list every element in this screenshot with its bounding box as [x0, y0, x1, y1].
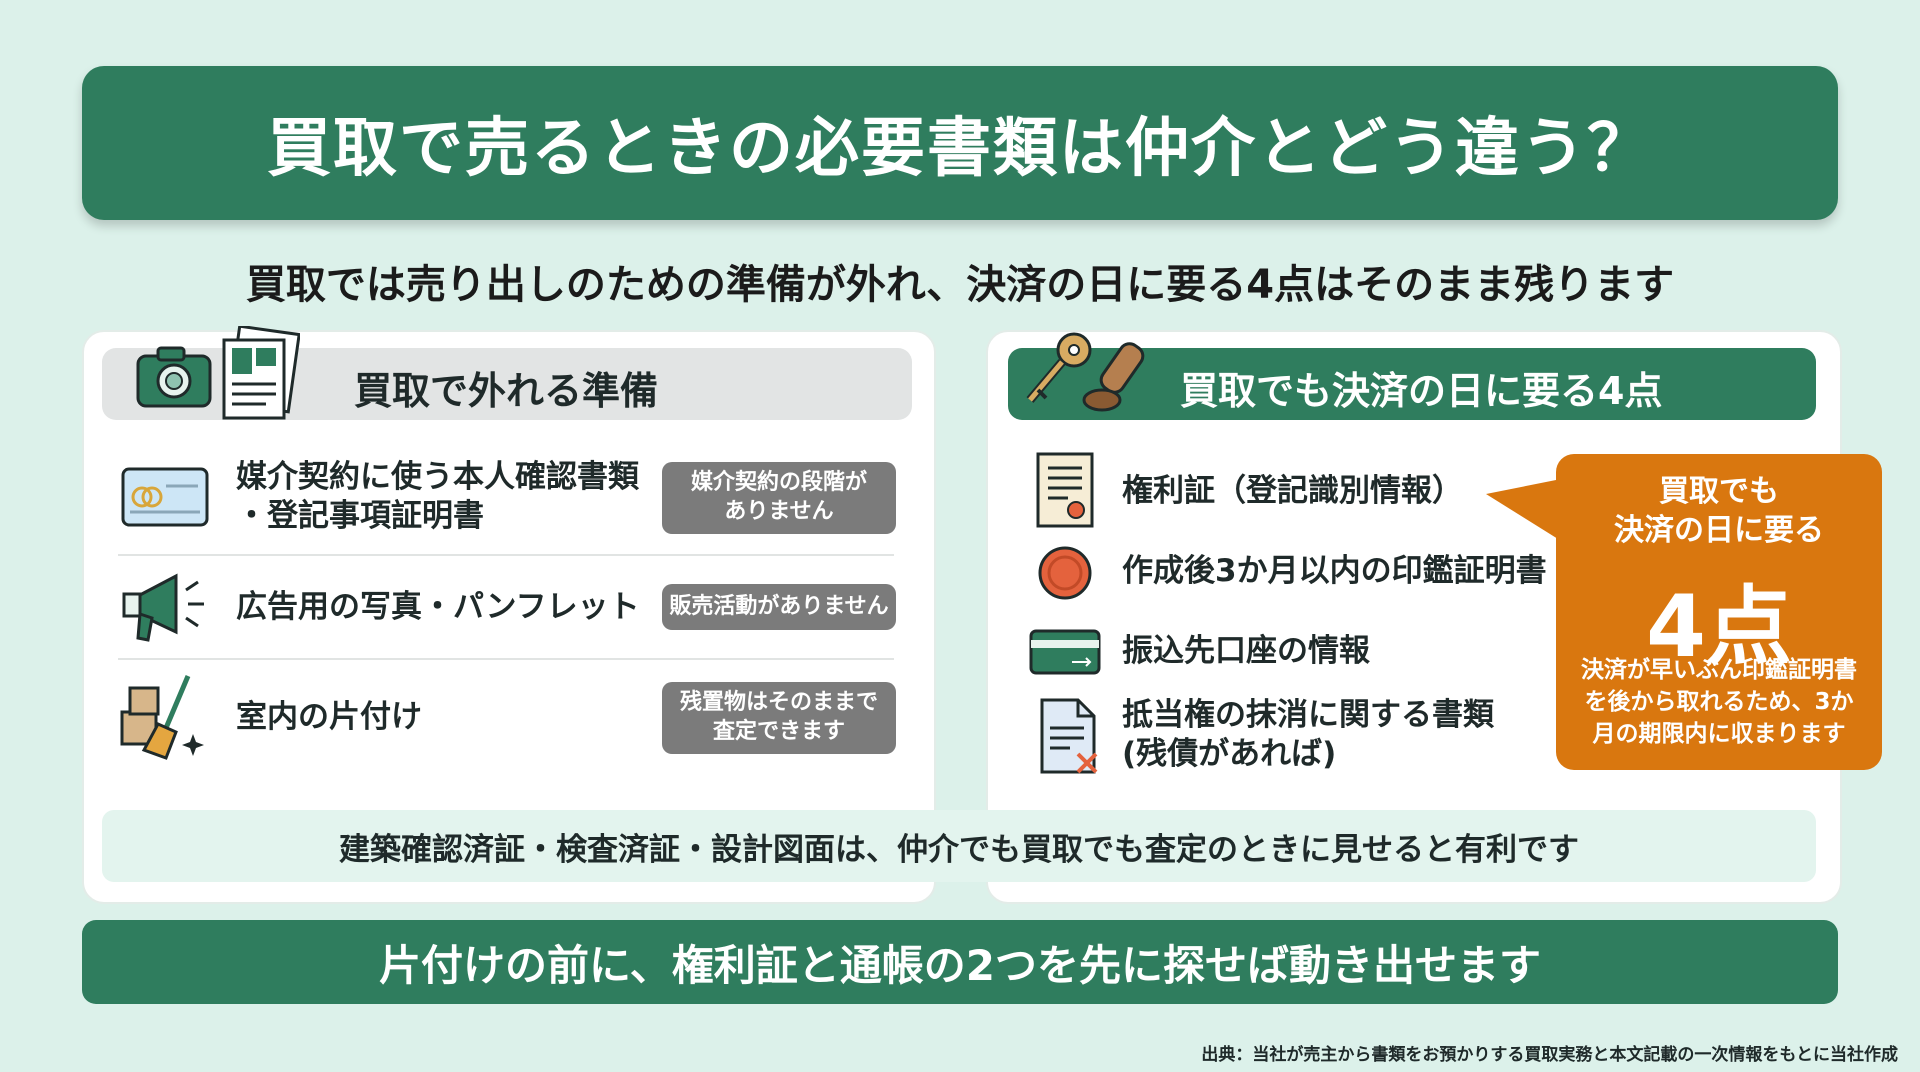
left-item-2-badge-line1: 販売活動がありません	[669, 593, 889, 619]
right-item-4-line2: (残債があれば)	[1122, 735, 1337, 772]
left-item-3-badge-line2: 査定できます	[712, 719, 845, 744]
title-banner: 買取で売るときの必要書類は仲介とどう違う？	[82, 66, 1838, 220]
right-panel-heading: 買取でも決済の日に要る4点	[1180, 369, 1663, 413]
left-item-2-badge: 販売活動がありません	[662, 584, 896, 630]
subtitle: 買取では売り出しのための準備が外れ、決済の日に要る4点はそのまま残ります	[245, 262, 1675, 308]
page-title: 買取で売るときの必要書類は仲介とどう違う？	[267, 112, 1653, 186]
bank-card-icon	[1029, 629, 1101, 675]
left-item-1-line2: ・登記事項証明書	[236, 497, 484, 534]
megaphone-icon	[122, 573, 204, 642]
callout-heading: 買取でも 決済の日に要る	[1556, 472, 1882, 550]
pamphlet-icon	[222, 326, 300, 420]
bottom-banner: 片付けの前に、権利証と通帳の2つを先に探せば動き出せます	[82, 920, 1838, 1004]
broom-boxes-icon	[120, 675, 204, 760]
callout-box: 買取でも 決済の日に要る 4点 決済が早いぶん印鑑証明書 を後から取れるため、3…	[1556, 454, 1882, 770]
left-item-3-badge: 残置物はそのままで 査定できます	[662, 682, 896, 754]
callout-note-line2: を後から取れるため、3か	[1584, 689, 1854, 716]
document-cancel-icon	[1040, 698, 1098, 774]
callout-tail	[1486, 478, 1566, 544]
left-divider-2	[118, 658, 894, 660]
left-divider-1	[118, 554, 894, 556]
right-item-4-line1: 抵当権の抹消に関する書類	[1122, 697, 1494, 733]
right-item-4-text: 抵当権の抹消に関する書類 (残債があれば)	[1122, 696, 1494, 774]
left-panel-heading: 買取で外れる準備	[354, 369, 659, 413]
camera-icon	[136, 346, 212, 408]
callout-line1: 買取でも	[1659, 474, 1779, 509]
left-item-1-line1: 媒介契約に使う本人確認書類	[236, 459, 639, 495]
left-item-1-badge-line1: 媒介契約の段階が	[690, 470, 867, 496]
callout-big-number: 4点	[1646, 577, 1792, 677]
callout-note-line3: 月の期限内に収まります	[1592, 721, 1846, 748]
left-item-1-badge-line2: ありません	[724, 499, 834, 524]
left-item-1-text: 媒介契約に使う本人確認書類 ・登記事項証明書	[236, 458, 639, 536]
callout-line2: 決済の日に要る	[1614, 513, 1824, 548]
certificate-icon	[1036, 452, 1094, 528]
seal-icon	[1038, 546, 1092, 600]
right-item-1-text: 権利証（登記識別情報）	[1122, 473, 1463, 509]
right-item-2-text: 作成後3か月以内の印鑑証明書	[1122, 553, 1547, 589]
callout-note-line1: 決済が早いぶん印鑑証明書	[1581, 657, 1857, 683]
left-item-3-badge-line1: 残置物はそのままで	[679, 690, 878, 716]
callout-note: 決済が早いぶん印鑑証明書 を後から取れるため、3か 月の期限内に収まります	[1566, 654, 1872, 751]
right-item-3-text: 振込先口座の情報	[1122, 633, 1370, 669]
id-card-icon	[121, 467, 209, 527]
left-item-2-text: 広告用の写真・パンフレット	[236, 589, 640, 625]
hanko-stamp-icon	[1082, 342, 1145, 412]
source-note: 出典：当社が売主から書類をお預かりする買取実務と本文記載の一次情報をもとに当社作…	[1201, 1045, 1898, 1065]
left-item-1-badge: 媒介契約の段階が ありません	[662, 462, 896, 534]
note-bar: 建築確認済証・検査済証・設計図面は、仲介でも買取でも査定のときに見せると有利です	[102, 810, 1816, 882]
key-icon	[1026, 332, 1092, 403]
left-item-3-text: 室内の片付け	[236, 699, 422, 735]
